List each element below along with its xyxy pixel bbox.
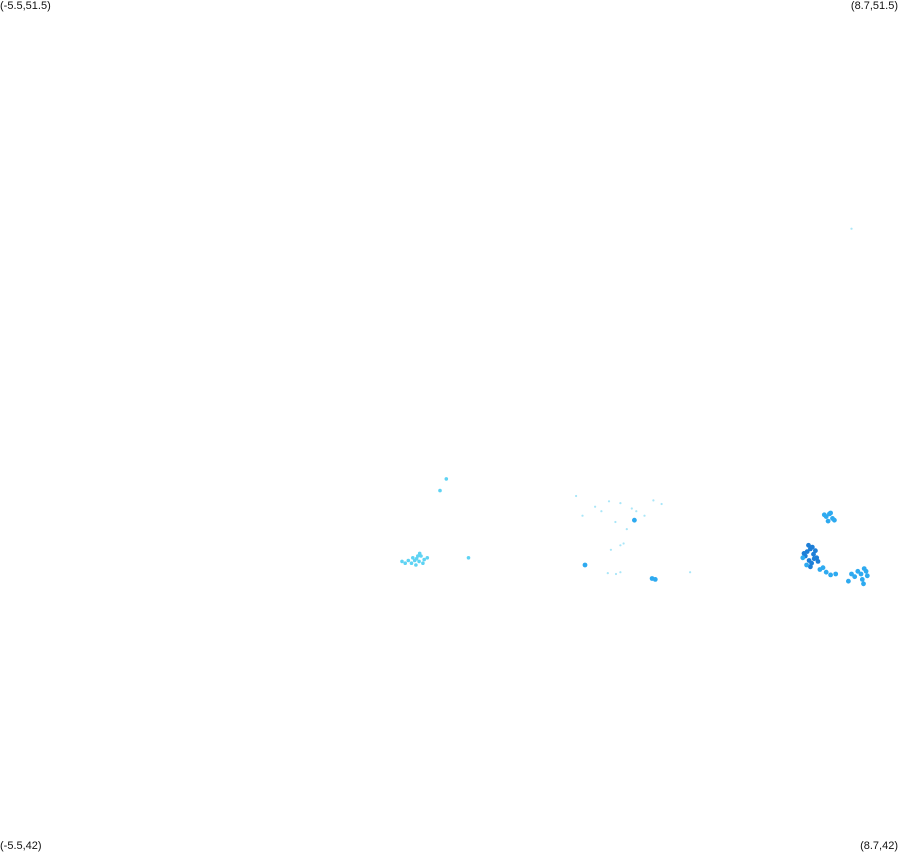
map-point xyxy=(600,510,603,513)
map-point xyxy=(416,554,420,558)
map-point xyxy=(859,577,865,582)
cluster-east xyxy=(801,542,821,570)
scatter-central xyxy=(575,494,692,576)
map-point xyxy=(855,568,861,574)
map-point xyxy=(828,510,833,516)
map-point xyxy=(575,494,578,498)
points-layer xyxy=(400,227,870,587)
map-point xyxy=(801,551,807,556)
map-point xyxy=(581,514,584,517)
outlier-northeast xyxy=(850,227,853,230)
map-point xyxy=(808,564,813,570)
map-point xyxy=(417,559,421,564)
map-point xyxy=(411,556,415,560)
map-point xyxy=(828,572,833,578)
corner-label-top-left: (-5.5,51.5) xyxy=(0,0,51,12)
map-point xyxy=(858,571,864,577)
map-point xyxy=(820,565,826,571)
map-point xyxy=(804,562,809,568)
map-point xyxy=(409,561,414,565)
map-point xyxy=(809,544,815,550)
cluster-east-mid xyxy=(800,555,839,578)
map-point xyxy=(813,548,818,554)
map-point xyxy=(444,477,449,481)
map-point xyxy=(594,505,597,508)
map-point xyxy=(643,514,646,517)
map-point xyxy=(811,551,816,557)
map-point xyxy=(652,499,655,502)
map-point xyxy=(422,557,427,562)
map-point xyxy=(582,562,588,568)
map-point xyxy=(689,571,692,574)
map-point xyxy=(821,512,827,518)
map-point xyxy=(406,558,411,563)
cluster-east-north xyxy=(821,510,837,524)
map-point xyxy=(606,572,609,575)
map-point xyxy=(400,559,404,564)
map-point xyxy=(660,502,663,506)
map-point xyxy=(852,574,858,580)
map-point xyxy=(619,571,622,574)
map-point xyxy=(619,502,622,505)
map-point xyxy=(414,563,418,567)
map-point xyxy=(809,560,814,566)
corner-label-top-right: (8.7,51.5) xyxy=(850,0,898,12)
cluster-west-north xyxy=(438,477,471,560)
map-point xyxy=(417,551,422,556)
map-point xyxy=(850,227,853,230)
cluster-west xyxy=(400,551,430,567)
map-point xyxy=(414,556,419,561)
cluster-southeast xyxy=(846,566,870,587)
corner-label-bottom-right: (8.7,42) xyxy=(860,840,898,852)
map-point xyxy=(438,488,442,493)
map-point xyxy=(625,528,628,531)
corner-label-bottom-left: (-5.5,42) xyxy=(0,840,42,852)
map-point xyxy=(632,517,637,523)
map-point xyxy=(635,510,638,513)
map-point xyxy=(607,500,611,503)
map-point xyxy=(864,573,870,579)
map-point xyxy=(832,517,837,523)
map-point xyxy=(811,556,817,562)
map-point xyxy=(614,572,618,576)
map-point xyxy=(815,559,821,564)
map-point xyxy=(425,556,430,560)
map-point xyxy=(614,520,617,524)
map-point xyxy=(849,571,854,577)
map-point xyxy=(652,577,658,582)
map-point xyxy=(846,578,851,584)
map-point xyxy=(421,561,425,565)
scatter-central-blue xyxy=(582,517,658,582)
map-point xyxy=(619,544,622,547)
map-point xyxy=(622,542,625,545)
map-point xyxy=(833,571,839,577)
map-point xyxy=(825,518,831,524)
map-point xyxy=(609,548,613,551)
map-point xyxy=(466,556,471,560)
map-point xyxy=(403,561,408,565)
map-point xyxy=(806,542,811,548)
map-point xyxy=(861,581,866,587)
map-point xyxy=(863,568,869,574)
map-point xyxy=(823,569,829,575)
map-point xyxy=(800,555,806,561)
map-point xyxy=(630,507,633,510)
